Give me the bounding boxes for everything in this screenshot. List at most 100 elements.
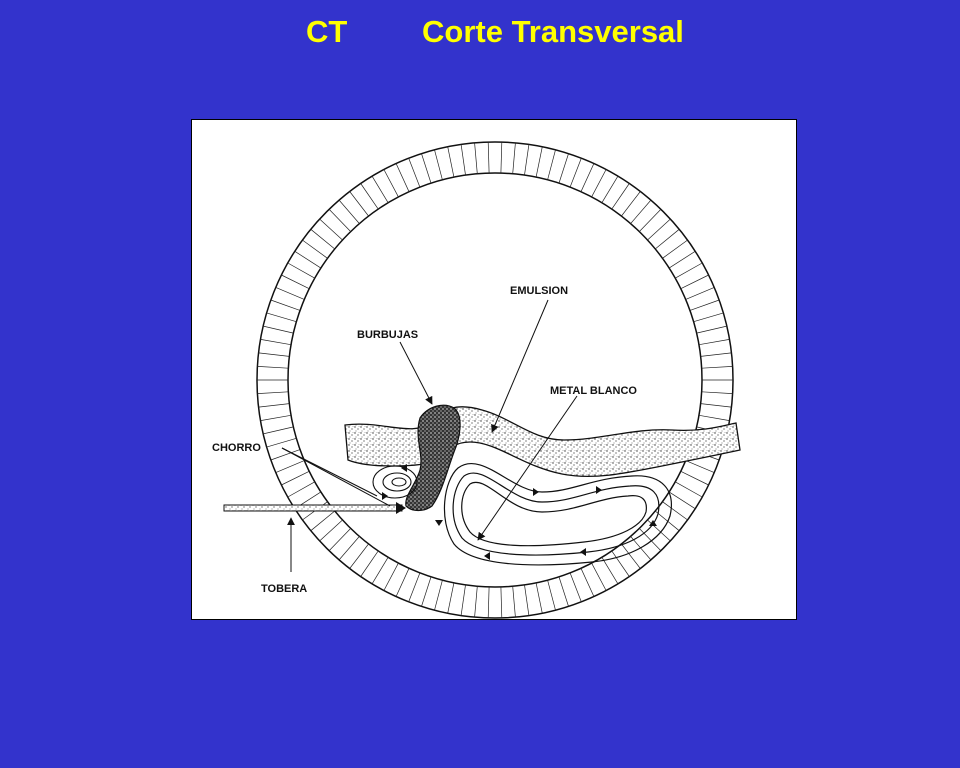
refractory-brick-line xyxy=(263,325,294,334)
refractory-brick-line xyxy=(701,366,733,369)
refractory-brick-line xyxy=(558,576,569,607)
refractory-brick-line xyxy=(621,191,641,217)
refractory-brick-line xyxy=(698,414,730,421)
refractory-brick-line xyxy=(319,519,343,542)
refractory-brick-line xyxy=(512,586,516,618)
refractory-brick-line xyxy=(395,568,410,597)
refractory-brick-line xyxy=(591,562,607,591)
refractory-brick-line xyxy=(689,299,720,311)
refractory-brick-line xyxy=(408,572,421,602)
refractory-brick-line xyxy=(698,339,730,346)
refractory-brick-line xyxy=(447,146,455,178)
nozzle xyxy=(223,502,406,514)
refractory-brick-line xyxy=(460,144,466,176)
refractory-brick-line xyxy=(535,146,543,178)
refractory-ring xyxy=(256,141,734,619)
refractory-brick-line xyxy=(524,584,530,616)
refractory-brick-line xyxy=(434,580,443,611)
refractory-brick-line xyxy=(338,536,360,561)
refractory-brick-line xyxy=(287,262,315,279)
refractory-brick-line xyxy=(601,176,619,203)
bubble-plume xyxy=(405,404,461,512)
refractory-brick-line xyxy=(474,142,478,174)
label-burbujas: BURBUJAS xyxy=(357,329,418,341)
cross-section-diagram: EMULSION BURBUJAS METAL BLANCO CHORRO TO… xyxy=(191,119,797,620)
refractory-brick-line xyxy=(647,218,671,241)
label-tobera: TOBERA xyxy=(261,583,307,595)
refractory-brick-line xyxy=(360,183,379,210)
refractory-brick-line xyxy=(569,572,582,602)
refractory-brick-line xyxy=(696,325,727,334)
refractory-brick-line xyxy=(701,391,733,394)
refractory-brick-line xyxy=(487,586,490,618)
refractory-brick-line xyxy=(302,239,328,259)
refractory-brick-line xyxy=(668,251,696,269)
refractory-brick-line xyxy=(700,403,732,408)
refractory-brick-line xyxy=(263,426,294,435)
refractory-brick-line xyxy=(310,229,336,250)
refractory-brick-line xyxy=(319,218,343,241)
refractory-brick-line xyxy=(487,142,490,174)
refractory-brick-line xyxy=(270,299,301,311)
label-chorro: CHORRO xyxy=(212,442,261,454)
refractory-brick-line xyxy=(601,557,619,584)
slide-title: CT Corte Transversal xyxy=(0,14,960,58)
flow-arrows xyxy=(382,464,657,560)
refractory-brick-line xyxy=(700,352,732,357)
refractory-brick-line xyxy=(360,550,379,577)
refractory-brick-line xyxy=(260,414,292,421)
refractory-brick-line xyxy=(680,470,709,486)
refractory-brick-line xyxy=(639,528,662,551)
refractory-brick-line xyxy=(500,586,503,618)
refractory-brick-line xyxy=(693,312,724,323)
refractory-brick-line xyxy=(310,510,336,531)
refractory-brick-line xyxy=(294,251,322,269)
refractory-brick-line xyxy=(260,339,292,346)
refractory-brick-line xyxy=(408,158,421,188)
refractory-brick-line xyxy=(371,557,389,584)
refractory-brick-line xyxy=(266,437,297,448)
refractory-brick-line xyxy=(535,582,543,614)
refractory-brick-line xyxy=(668,491,696,509)
refractory-brick-line xyxy=(512,142,516,174)
refractory-brick-line xyxy=(383,169,399,198)
refractory-brick-line xyxy=(338,199,360,224)
refractory-brick-line xyxy=(630,199,652,224)
refractory-brick-line xyxy=(395,163,410,192)
refractory-brick-line xyxy=(266,312,297,323)
refractory-brick-line xyxy=(654,229,680,250)
refractory-brick-line xyxy=(580,163,595,192)
refractory-brick-line xyxy=(680,274,709,290)
refractory-brick-line xyxy=(675,481,703,498)
title-text: Corte Transversal xyxy=(422,14,684,49)
refractory-brick-line xyxy=(287,481,315,498)
refractory-brick-line xyxy=(258,352,290,357)
refractory-brick-line xyxy=(580,568,595,597)
diagram-canvas: EMULSION BURBUJAS METAL BLANCO CHORRO TO… xyxy=(212,141,741,619)
refractory-brick-line xyxy=(258,403,290,408)
refractory-brick-line xyxy=(685,460,715,473)
refractory-brick-line xyxy=(662,501,688,521)
refractory-brick-line xyxy=(275,287,305,300)
refractory-brick-line xyxy=(500,142,503,174)
label-metal-blanco: METAL BLANCO xyxy=(550,385,637,397)
refractory-brick-line xyxy=(547,580,556,611)
refractory-brick-line xyxy=(328,209,351,232)
refractory-brick-line xyxy=(257,391,289,394)
refractory-brick-line xyxy=(383,562,399,591)
refractory-brick-line xyxy=(328,528,351,551)
refractory-brick-line xyxy=(611,183,630,210)
refractory-brick-line xyxy=(547,149,556,180)
refractory-brick-line xyxy=(639,209,662,232)
refractory-brick-line xyxy=(281,274,310,290)
refractory-brick-line xyxy=(434,149,443,180)
refractory-brick-line xyxy=(654,510,680,531)
refractory-brick-line xyxy=(524,144,530,176)
refractory-brick-line xyxy=(685,287,715,300)
refractory-brick-line xyxy=(569,158,582,188)
refractory-brick-line xyxy=(621,543,641,569)
refractory-brick-line xyxy=(421,576,432,607)
refractory-brick-line xyxy=(371,176,389,203)
label-emulsion: EMULSION xyxy=(510,285,568,297)
refractory-brick-line xyxy=(270,449,301,461)
